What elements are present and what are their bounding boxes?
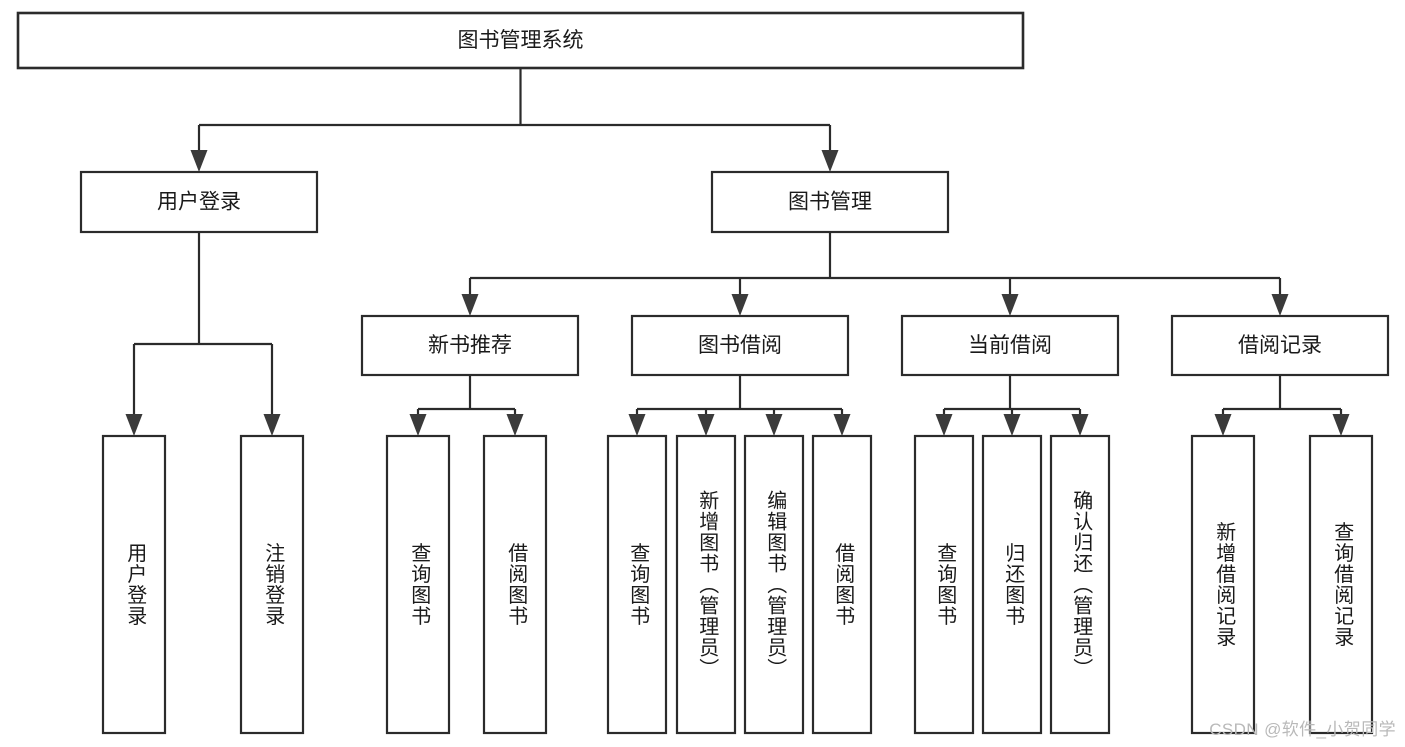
arrow-head-icon [1003, 414, 1021, 436]
node-box [1049, 434, 1111, 735]
node-leaf-logout[interactable]: 注销登录 [239, 434, 305, 735]
node-book-manage[interactable]: 图书管理 [710, 170, 950, 234]
node-box [360, 314, 580, 377]
node-label: 新书推荐 [428, 334, 512, 357]
arrow-head-icon [935, 414, 953, 436]
arrow-head-icon [1271, 294, 1289, 316]
arrow-head-icon [1332, 414, 1350, 436]
node-leaf-add-record[interactable]: 新增借阅记录 [1190, 434, 1256, 735]
arrow-head-icon [125, 414, 143, 436]
node-label: 借阅记录 [1238, 334, 1322, 357]
arrow-head-icon [461, 294, 479, 316]
node-label: 确认归还（管理员） [1070, 490, 1093, 679]
node-layer: 图书管理系统用户登录图书管理新书推荐图书借阅当前借阅借阅记录用户登录注销登录查询… [16, 11, 1390, 735]
node-leaf-edit-book[interactable]: 编辑图书（管理员） [743, 434, 805, 735]
node-current-borrow[interactable]: 当前借阅 [900, 314, 1120, 377]
arrow-head-icon [409, 414, 427, 436]
node-box [630, 314, 850, 377]
node-label: 注销登录 [262, 542, 285, 626]
node-root[interactable]: 图书管理系统 [16, 11, 1025, 70]
node-box [900, 314, 1120, 377]
node-label: 借阅图书 [505, 542, 528, 626]
node-label: 图书借阅 [698, 334, 782, 357]
node-box [101, 434, 167, 735]
node-box [913, 434, 975, 735]
node-new-book-rec[interactable]: 新书推荐 [360, 314, 580, 377]
arrow-head-icon [1214, 414, 1232, 436]
node-box [606, 434, 668, 735]
node-leaf-return-book[interactable]: 归还图书 [981, 434, 1043, 735]
arrow-head-icon [263, 414, 281, 436]
node-leaf-query-record[interactable]: 查询借阅记录 [1308, 434, 1374, 735]
node-leaf-query-book-3[interactable]: 查询图书 [913, 434, 975, 735]
arrow-head-icon [765, 414, 783, 436]
node-box [1308, 434, 1374, 735]
node-label: 图书管理 [788, 191, 872, 214]
node-label: 归还图书 [1002, 542, 1025, 626]
node-label: 当前借阅 [968, 334, 1052, 357]
node-box [385, 434, 451, 735]
node-box [981, 434, 1043, 735]
node-label: 查询借阅记录 [1331, 521, 1354, 647]
node-label: 查询图书 [408, 542, 431, 626]
node-box [710, 170, 950, 234]
node-label: 图书管理系统 [458, 29, 584, 52]
node-box [482, 434, 548, 735]
node-box [743, 434, 805, 735]
node-leaf-confirm-return[interactable]: 确认归还（管理员） [1049, 434, 1111, 735]
node-label: 查询图书 [627, 542, 650, 626]
node-label: 新增借阅记录 [1213, 521, 1236, 647]
node-box [16, 11, 1025, 70]
node-box [1190, 434, 1256, 735]
node-leaf-borrow-book-1[interactable]: 借阅图书 [482, 434, 548, 735]
node-label: 查询图书 [934, 542, 957, 626]
node-label: 编辑图书（管理员） [764, 490, 787, 679]
node-label: 用户登录 [124, 543, 147, 627]
arrow-head-icon [821, 150, 839, 172]
arrow-head-icon [833, 414, 851, 436]
node-borrow-record[interactable]: 借阅记录 [1170, 314, 1390, 377]
node-box [79, 170, 319, 234]
arrow-head-icon [697, 414, 715, 436]
node-box [1170, 314, 1390, 377]
arrow-head-icon [1001, 294, 1019, 316]
watermark-text: CSDN @软件_小贺同学 [1209, 720, 1396, 739]
node-label: 新增图书（管理员） [696, 490, 719, 679]
node-leaf-query-book-1[interactable]: 查询图书 [385, 434, 451, 735]
node-book-borrow[interactable]: 图书借阅 [630, 314, 850, 377]
node-leaf-add-book[interactable]: 新增图书（管理员） [675, 434, 737, 735]
arrow-head-icon [628, 414, 646, 436]
node-leaf-query-book-2[interactable]: 查询图书 [606, 434, 668, 735]
node-box [239, 434, 305, 735]
node-box [811, 434, 873, 735]
arrow-head-icon [506, 414, 524, 436]
arrow-head-icon [731, 294, 749, 316]
edge-layer [125, 68, 1350, 436]
arrow-head-icon [190, 150, 208, 172]
node-box [675, 434, 737, 735]
node-leaf-borrow-book-2[interactable]: 借阅图书 [811, 434, 873, 735]
arrow-head-icon [1071, 414, 1089, 436]
node-label: 用户登录 [157, 191, 241, 214]
node-user-login[interactable]: 用户登录 [79, 170, 319, 234]
node-leaf-user-login[interactable]: 用户登录 [101, 434, 167, 735]
node-label: 借阅图书 [832, 542, 855, 626]
